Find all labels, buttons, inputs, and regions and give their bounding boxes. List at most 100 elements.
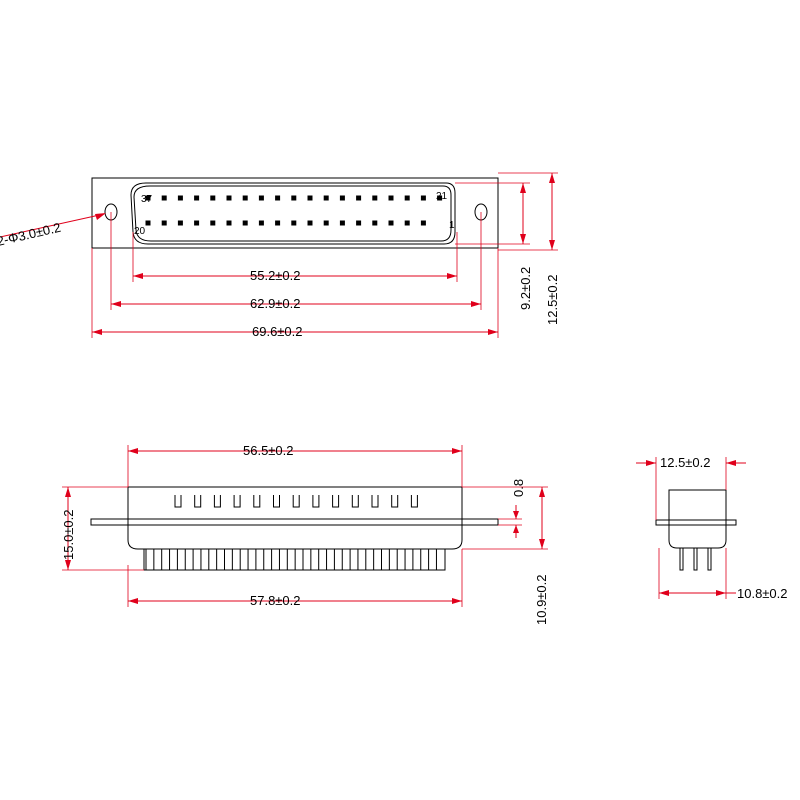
arrow: [549, 173, 555, 183]
pin-hole: [177, 220, 183, 226]
end-pin: [693, 547, 698, 571]
arrow: [520, 183, 526, 193]
shell-height-label: 9.2±0.2: [518, 267, 533, 310]
end-flange: [655, 519, 737, 526]
socket-slot: [292, 495, 300, 508]
pin-label-1: 1: [449, 220, 455, 231]
flange-thickness-label: 0.8: [511, 479, 526, 497]
pin-hole: [323, 220, 329, 226]
arrow: [549, 240, 555, 250]
end-shell: [668, 489, 727, 549]
socket-slot: [351, 495, 359, 508]
pin-hole: [275, 195, 281, 201]
socket-slot: [312, 495, 320, 508]
hole-dimension-label: 2-Φ3.0±0.2: [0, 220, 62, 249]
arrow: [513, 525, 519, 533]
end-pin: [707, 547, 712, 571]
pin-hole: [210, 220, 216, 226]
pin-hole: [404, 195, 410, 201]
pin-hole: [356, 195, 362, 201]
pin-hole: [372, 195, 378, 201]
pin-hole: [177, 195, 183, 201]
arrow: [133, 273, 143, 279]
arrow: [128, 598, 138, 604]
socket-slot: [194, 495, 202, 508]
pin-hole: [194, 220, 200, 226]
pin-label-20: 20: [134, 226, 146, 237]
end-pins-label: 10.8±0.2: [737, 586, 788, 601]
flange-height-label: 12.5±0.2: [545, 274, 560, 325]
socket-row: [174, 495, 418, 508]
arrow: [539, 539, 545, 549]
hole-spacing-label: 62.9±0.2: [250, 296, 301, 311]
arrow: [65, 487, 71, 497]
arrow: [716, 590, 726, 596]
arrow: [92, 329, 102, 335]
arrow: [646, 460, 656, 466]
pin-hole: [339, 220, 345, 226]
socket-slot: [410, 495, 418, 508]
pin-label-37: 37: [141, 194, 153, 205]
front-shell: [130, 182, 456, 245]
pin-hole: [226, 220, 232, 226]
socket-slot: [253, 495, 261, 508]
arrow: [471, 301, 481, 307]
socket-slot: [213, 495, 221, 508]
pin-hole: [307, 195, 313, 201]
socket-slot: [391, 495, 399, 508]
pin-hole: [242, 195, 248, 201]
pin-hole: [420, 220, 426, 226]
pin-hole: [420, 195, 426, 201]
pin-hole: [210, 195, 216, 201]
pin-grid: [145, 195, 443, 226]
arrow: [452, 598, 462, 604]
pin-hole: [145, 195, 151, 201]
end-flange-inner: [668, 519, 727, 526]
pin-hole: [226, 195, 232, 201]
arrow: [513, 511, 519, 519]
arrow: [659, 590, 669, 596]
pin-hole: [388, 195, 394, 201]
pin-hole: [258, 195, 264, 201]
side-view: [90, 486, 499, 571]
side-height-label: 15.0±0.2: [61, 509, 76, 560]
pin-hole: [372, 220, 378, 226]
pin-hole: [437, 195, 443, 201]
front-flange: [91, 177, 499, 249]
socket-slot: [233, 495, 241, 508]
front-shell-inner: [133, 185, 452, 242]
arrow: [539, 487, 545, 497]
bottom-height-label: 10.9±0.2: [534, 574, 549, 625]
pin-hole: [275, 220, 281, 226]
side-shell: [127, 486, 463, 550]
pin-hole: [161, 220, 167, 226]
socket-slot: [332, 495, 340, 508]
pin-row-label: 57.8±0.2: [250, 593, 301, 608]
side-flange: [90, 518, 499, 526]
front-view: 37 21 20 1: [91, 177, 499, 249]
pin-hole: [339, 195, 345, 201]
pin-hole: [145, 220, 151, 226]
socket-slot: [273, 495, 280, 508]
inner-width-label: 55.2±0.2: [250, 268, 301, 283]
pin-hole: [307, 220, 313, 226]
pin-block: [143, 548, 446, 571]
arrow: [452, 448, 462, 454]
arrow: [128, 448, 138, 454]
pin-hole: [388, 220, 394, 226]
flange-width-label: 69.6±0.2: [252, 324, 303, 339]
arrow: [726, 460, 736, 466]
socket-slot: [174, 495, 182, 508]
pin-hole: [356, 220, 362, 226]
pin-label-21: 21: [436, 191, 448, 202]
end-view: [655, 489, 737, 571]
arrow: [488, 329, 498, 335]
pin-hole: [242, 220, 248, 226]
arrow: [447, 273, 457, 279]
shell-top-label: 56.5±0.2: [243, 443, 294, 458]
pin-hole: [161, 195, 167, 201]
leg-row: [145, 549, 437, 570]
end-dimensions: 12.5±0.2 10.8±0.2: [636, 455, 788, 601]
side-dimensions: 56.5±0.2 15.0±0.2 0.8 10.9±0.2 57.8±0.2: [61, 443, 549, 625]
